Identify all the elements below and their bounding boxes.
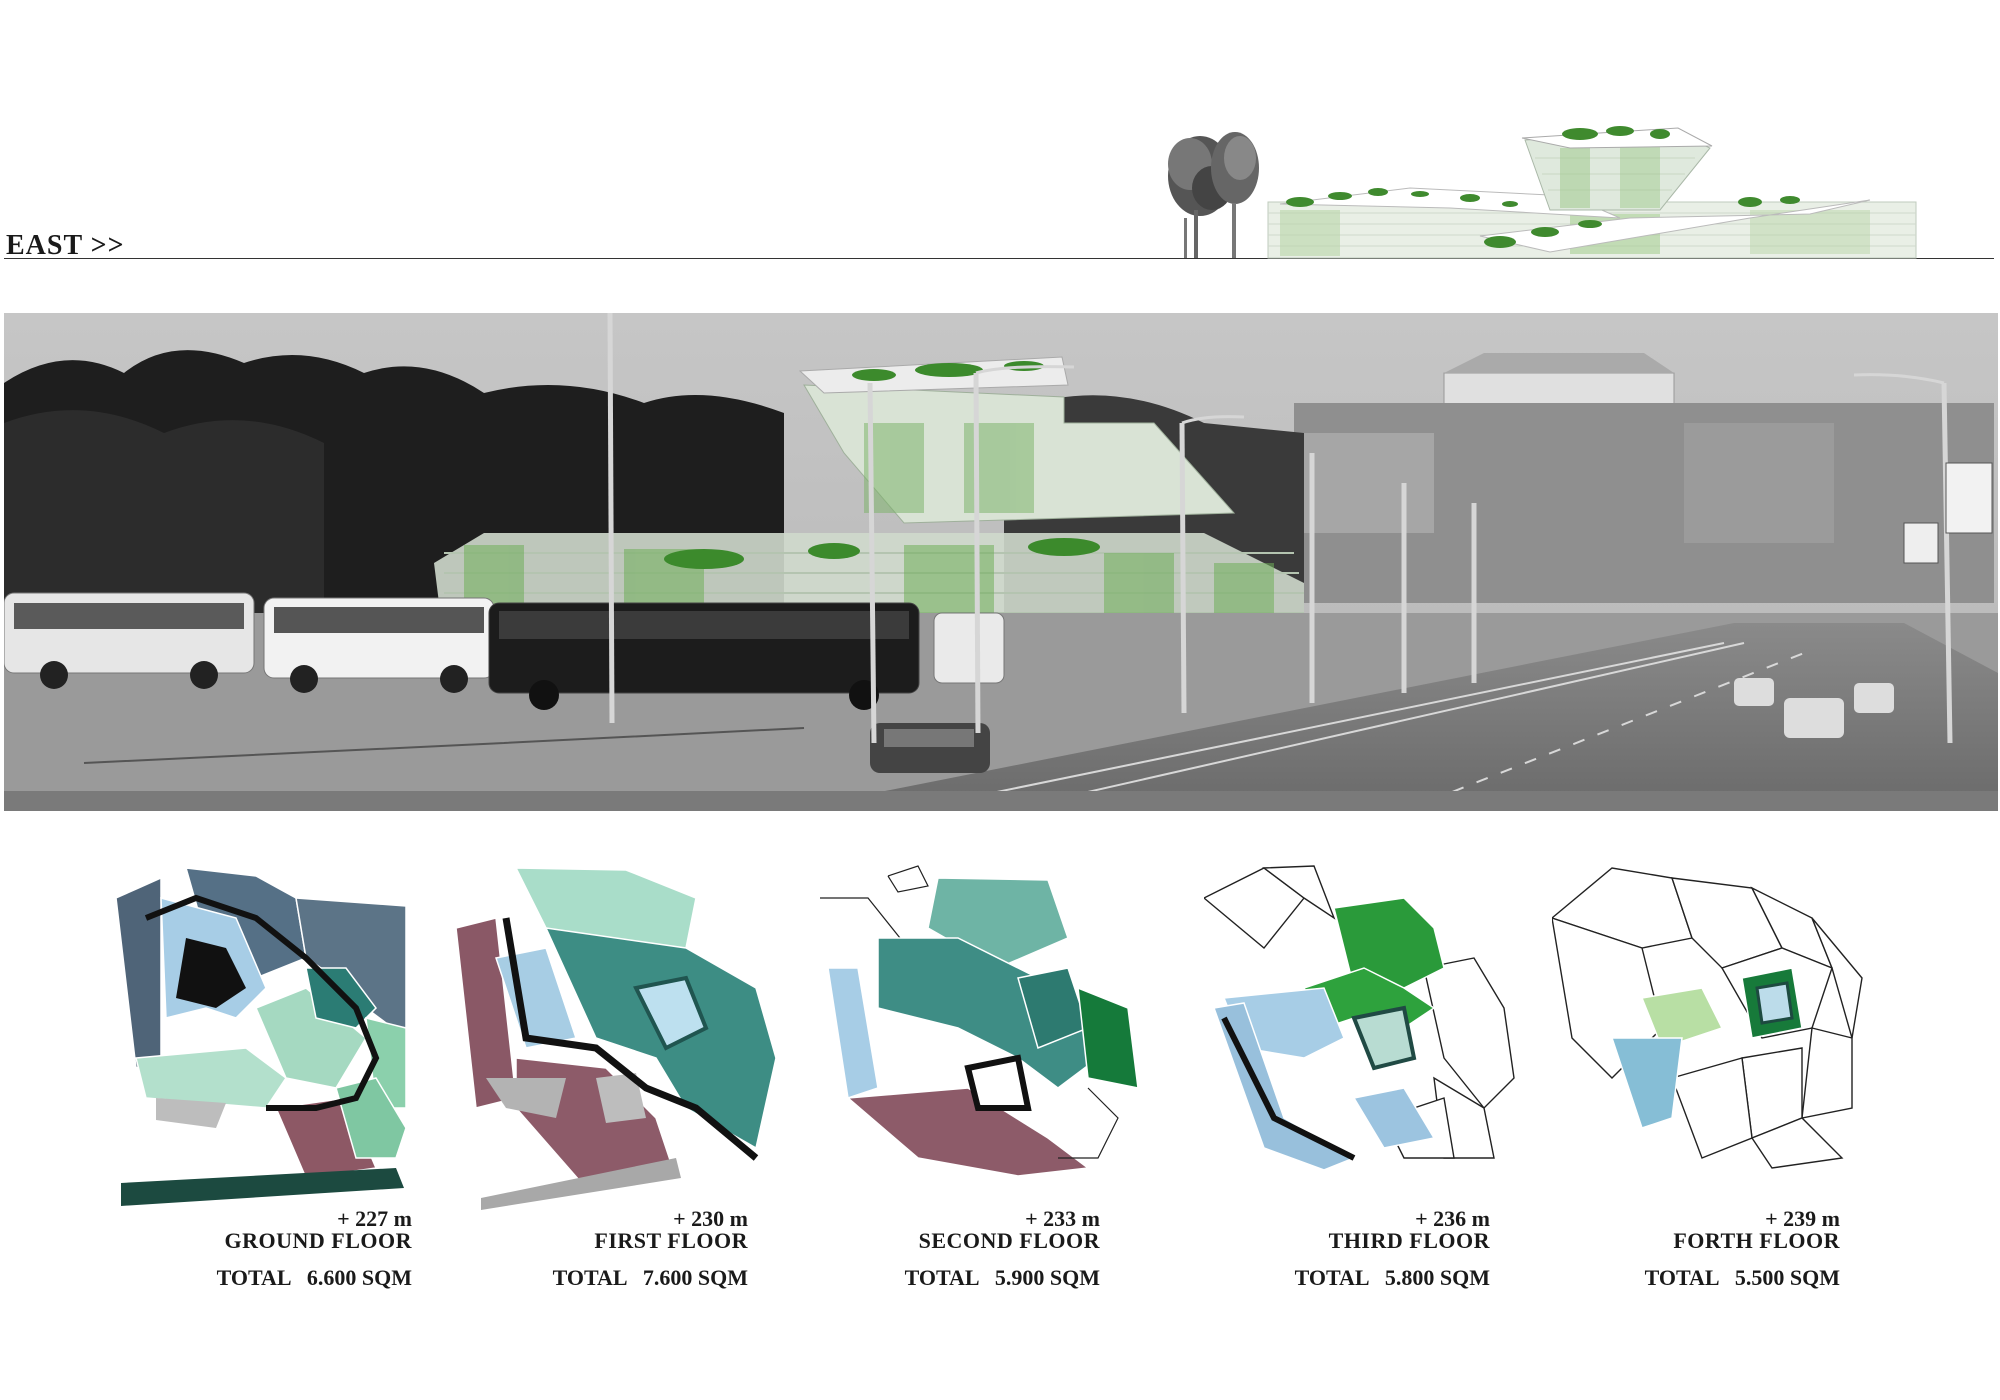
forth-floor-plan bbox=[1552, 867, 1863, 1169]
floor-name: FORTH FLOOR bbox=[1673, 1228, 1840, 1253]
bus-icon bbox=[4, 592, 255, 689]
level-elevation: + 236 m bbox=[1415, 1206, 1490, 1231]
third-floor-total: TOTAL 5.800 SQM bbox=[1294, 1265, 1490, 1290]
first-floor-plan bbox=[456, 867, 777, 1210]
elevation-baseline bbox=[4, 258, 1994, 259]
second-floor-total: TOTAL 5.900 SQM bbox=[904, 1265, 1100, 1290]
bus-icon bbox=[263, 597, 495, 693]
ground-floor-plan bbox=[115, 867, 407, 1206]
forth-floor-caption: + 239 m FORTH FLOOR bbox=[1620, 1208, 1840, 1252]
car-icon bbox=[870, 723, 990, 773]
floor-name: SECOND FLOOR bbox=[918, 1228, 1100, 1253]
bus-icon bbox=[488, 602, 920, 710]
forth-floor-total: TOTAL 5.500 SQM bbox=[1644, 1265, 1840, 1290]
first-floor-total: TOTAL 7.600 SQM bbox=[552, 1265, 748, 1290]
level-elevation: + 239 m bbox=[1765, 1206, 1840, 1231]
level-elevation: + 230 m bbox=[673, 1206, 748, 1231]
site-photomontage bbox=[4, 313, 1998, 811]
third-floor-plan bbox=[1204, 865, 1515, 1171]
elevation-title: EAST >> bbox=[6, 230, 125, 261]
tree-icon bbox=[1211, 132, 1259, 258]
third-floor-caption: + 236 m THIRD FLOOR bbox=[1270, 1208, 1490, 1252]
floor-name: FIRST FLOOR bbox=[594, 1228, 748, 1253]
ground-floor-total: TOTAL 6.600 SQM bbox=[216, 1265, 412, 1290]
first-floor-caption: + 230 m FIRST FLOOR bbox=[548, 1208, 748, 1252]
second-floor-plan bbox=[820, 865, 1139, 1177]
second-floor-caption: + 233 m SECOND FLOOR bbox=[880, 1208, 1100, 1252]
ground-floor-caption: + 227 m GROUND FLOOR bbox=[212, 1206, 413, 1253]
level-elevation: + 233 m bbox=[1025, 1206, 1100, 1231]
bus-icon bbox=[933, 612, 1005, 684]
east-elevation-drawing bbox=[1168, 126, 1917, 259]
floor-name: THIRD FLOOR bbox=[1328, 1228, 1490, 1253]
floor-name: GROUND FLOOR bbox=[224, 1228, 412, 1253]
level-elevation: + 227 m bbox=[337, 1206, 412, 1231]
